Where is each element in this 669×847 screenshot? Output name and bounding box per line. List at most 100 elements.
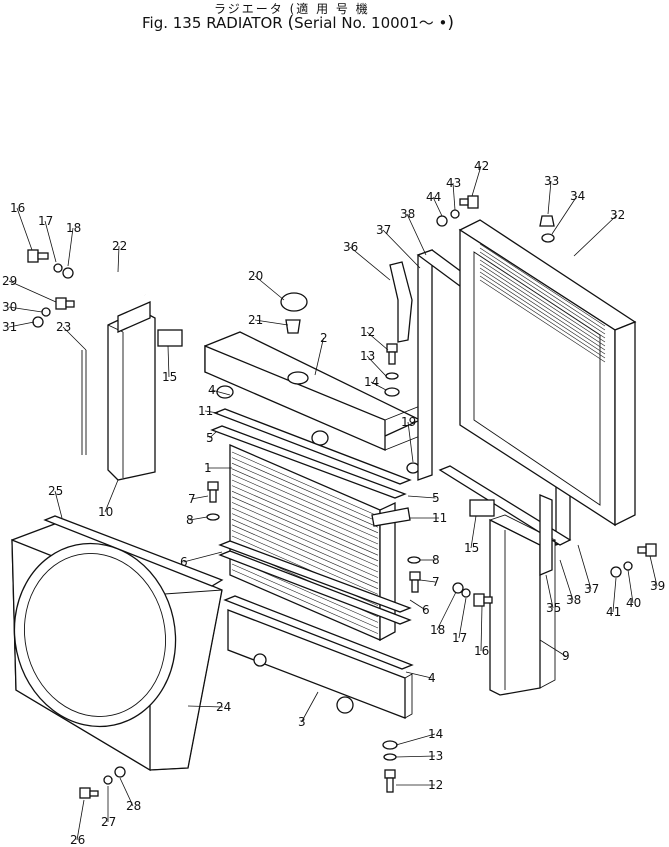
callout-leader-16: [480, 605, 483, 652]
callout-leader-17: [458, 597, 467, 639]
callout-leader-41: [612, 577, 617, 613]
callout-leader-33: [547, 180, 552, 215]
callout-leader-29: [8, 280, 57, 303]
title-jp-name: ラジエータ: [214, 2, 284, 16]
callout-leader-43: [452, 182, 456, 211]
gasket-upper-5: [210, 425, 407, 499]
callout-38: 38: [400, 207, 415, 221]
callout-6: 6: [180, 555, 188, 569]
figure-number: Fig. 135: [142, 14, 202, 32]
bolt-16b: [473, 593, 493, 607]
close-paren: ): [447, 13, 455, 33]
core-fin-line: [231, 462, 379, 528]
callout-leader-5: [209, 431, 217, 439]
washer-31: [32, 316, 44, 328]
callout-leader-18: [436, 591, 457, 631]
callout-40: 40: [626, 596, 641, 610]
callout-leader-24: [187, 705, 224, 708]
bolt-16a: [27, 249, 49, 263]
callout-10: 10: [98, 505, 113, 519]
radiator-cap: [280, 292, 308, 312]
core-fin-line: [231, 502, 379, 567]
callout-7: 7: [432, 575, 440, 589]
title-jp-applicable: 適 用 号 機: [296, 2, 370, 16]
callout-leader-6: [409, 599, 426, 611]
gasket-lower-6b: [218, 550, 412, 625]
callout-30: 30: [2, 300, 17, 314]
hose-clip-left: [157, 329, 183, 347]
core-fin-line: [231, 457, 379, 522]
callout-36: 36: [343, 240, 358, 254]
callout-leader-40: [627, 569, 634, 604]
washer-17b: [461, 588, 471, 598]
washer-14b: [382, 740, 398, 750]
callout-24: 24: [216, 700, 231, 714]
callout-leader-20: [254, 275, 285, 301]
core-fin-line: [231, 530, 379, 595]
callout-leader-18: [67, 227, 74, 267]
callout-leader-5: [407, 495, 436, 499]
left-support-bracket: [107, 301, 156, 481]
washer-27: [103, 775, 113, 785]
callout-leader-26: [76, 799, 85, 841]
callout-leader-30: [8, 306, 43, 313]
callout-leader-15: [167, 345, 170, 378]
callout-leader-25: [54, 490, 63, 519]
gasket-lower-4: [223, 595, 414, 670]
screen-line: [479, 243, 606, 327]
callout-leader-32: [573, 214, 618, 257]
washer-18a: [62, 267, 74, 279]
figure-title: Fig. 135 RADIATOR (Serial No. 10001～ •): [142, 12, 454, 33]
callout-15: 15: [464, 541, 479, 555]
callout-leader-7: [419, 579, 436, 583]
core-fin-line: [231, 485, 379, 550]
core-fin-line: [231, 513, 379, 578]
overflow-hose-inner: [82, 273, 146, 345]
callout-4: 4: [208, 383, 216, 397]
core-fin-line: [231, 474, 379, 539]
seal-frame-bottom: [438, 465, 572, 546]
callout-leader-8: [189, 516, 208, 521]
callout-leader-12: [366, 331, 389, 351]
callout-leader-31: [8, 321, 35, 328]
fan-shroud: [11, 521, 223, 772]
callout-7: 7: [188, 492, 196, 506]
open-paren: (: [287, 13, 295, 33]
callout-29: 29: [2, 274, 17, 288]
bolt-42: [459, 195, 479, 209]
washer-13b: [383, 753, 397, 761]
washer-30: [41, 307, 51, 317]
callout-leader-2: [314, 337, 324, 376]
callout-leader-3: [301, 691, 319, 723]
callout-34: 34: [570, 189, 585, 203]
screen-line: [479, 267, 606, 351]
cap-neck: [285, 319, 301, 334]
core-fin-line: [231, 496, 379, 562]
callout-leader-21: [254, 319, 289, 326]
washer-8a: [206, 513, 220, 521]
callout-leader-7: [191, 495, 209, 500]
callout-5: 5: [206, 431, 214, 445]
callout-25: 25: [48, 484, 63, 498]
callout-41: 41: [606, 605, 621, 619]
callout-leader-19: [407, 421, 414, 463]
core-fin-line: [231, 479, 379, 545]
title-japanese: ラジエータ (適 用 号 機: [214, 0, 370, 17]
bolt-12b: [384, 769, 396, 793]
callout-leader-13: [395, 755, 436, 758]
washer-28: [114, 766, 126, 778]
callout-11: 11: [198, 404, 213, 418]
callout-20: 20: [248, 269, 263, 283]
callout-5: 5: [432, 491, 440, 505]
callout-19: 19: [401, 415, 416, 429]
washer-18b: [452, 582, 464, 594]
callout-leader-14: [395, 733, 436, 746]
callout-28: 28: [126, 799, 141, 813]
callout-37: 37: [584, 582, 599, 596]
bracket-36: [389, 261, 413, 343]
callout-22: 22: [112, 239, 127, 253]
callout-44: 44: [426, 190, 441, 204]
callout-4: 4: [428, 671, 436, 685]
screen-line: [479, 275, 606, 359]
callout-6: 6: [422, 603, 430, 617]
